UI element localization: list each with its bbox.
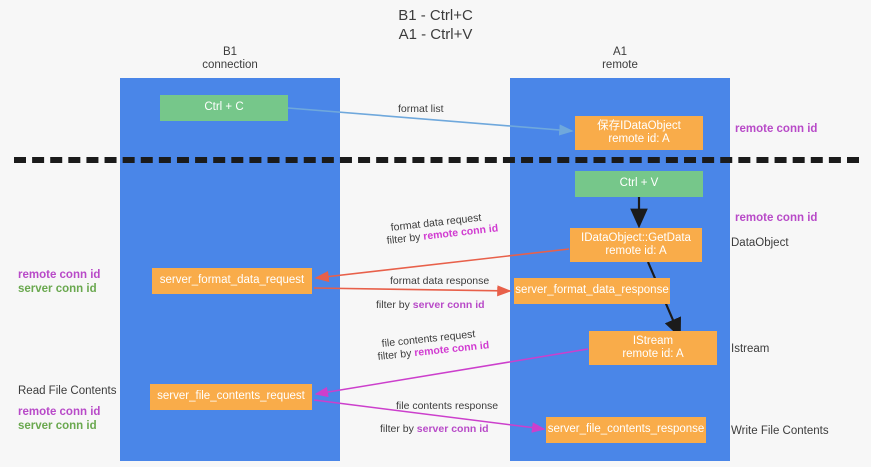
node-server-format-data-response[interactable]: server_format_data_response bbox=[514, 278, 670, 304]
filter-key-server-conn-id: server conn id bbox=[412, 299, 485, 311]
annotation-read-file-contents-heading: Read File Contents bbox=[18, 385, 117, 397]
filter-prefix: filter by bbox=[386, 230, 425, 247]
node-server-format-data-request-label: server_format_data_request bbox=[159, 274, 305, 287]
node-ctrl-v[interactable]: Ctrl + V bbox=[575, 171, 703, 197]
column-header-b1-role: connection bbox=[202, 59, 258, 71]
column-header-a1-name: A1 bbox=[612, 46, 628, 58]
node-idataobject-getdata[interactable]: IDataObject::GetData remote id: A bbox=[570, 228, 702, 262]
edge-label-format-data-response: format data response bbox=[390, 274, 489, 288]
phase-divider bbox=[14, 157, 859, 163]
annotation-istream: Istream bbox=[731, 343, 770, 355]
node-server-file-contents-response-label: server_file_contents_response bbox=[547, 423, 705, 436]
node-server-format-data-response-label: server_format_data_response bbox=[515, 284, 669, 297]
node-store-idataobject-label: 保存IDataObject bbox=[597, 119, 681, 132]
edge-label-file-contents-response: file contents response bbox=[396, 399, 498, 413]
column-header-b1: B1 connection bbox=[120, 46, 340, 72]
edge-label-file-contents-response-filter: filter by server conn id bbox=[380, 422, 489, 436]
annotation-right-remote-conn-id-1: remote conn id bbox=[735, 123, 818, 135]
annotation-remote-conn-id: remote conn id bbox=[18, 269, 101, 281]
edge-label-format-data-response-filter: filter by server conn id bbox=[376, 298, 485, 312]
annotation-left-conn-ids: remote conn id server conn id bbox=[18, 268, 100, 296]
annotation-server-conn-id: server conn id bbox=[18, 283, 97, 295]
title-line-2: A1 - Ctrl+V bbox=[398, 26, 473, 43]
filter-key-server-conn-id: server conn id bbox=[416, 423, 489, 435]
filter-prefix: filter by bbox=[376, 299, 413, 311]
edge-label-format-list-text: format list bbox=[398, 103, 444, 115]
node-server-format-data-request[interactable]: server_format_data_request bbox=[152, 268, 312, 294]
annotation-server-conn-id: server conn id bbox=[18, 420, 97, 432]
edge-label-file-contents-response-text: file contents response bbox=[396, 400, 499, 412]
edge-label-format-list: format list bbox=[398, 102, 444, 116]
column-header-a1: A1 remote bbox=[510, 46, 730, 72]
page-title: B1 - Ctrl+C A1 - Ctrl+V bbox=[0, 6, 871, 44]
node-store-idataobject[interactable]: 保存IDataObject remote id: A bbox=[575, 116, 703, 150]
annotation-write-file-contents: Write File Contents bbox=[731, 425, 829, 437]
node-istream[interactable]: IStream remote id: A bbox=[589, 331, 717, 365]
node-istream-label: IStream bbox=[632, 334, 674, 347]
node-server-file-contents-response[interactable]: server_file_contents_response bbox=[546, 417, 706, 443]
filter-prefix: filter by bbox=[380, 423, 417, 435]
annotation-dataobject: DataObject bbox=[731, 237, 789, 249]
annotation-right-remote-conn-id-2: remote conn id bbox=[735, 212, 818, 224]
node-idataobject-getdata-sub: remote id: A bbox=[605, 245, 667, 257]
node-ctrl-c[interactable]: Ctrl + C bbox=[160, 95, 288, 121]
edge-label-format-data-response-text: format data response bbox=[390, 275, 490, 287]
node-server-file-contents-request[interactable]: server_file_contents_request bbox=[150, 384, 312, 410]
filter-prefix: filter by bbox=[377, 347, 415, 363]
annotation-remote-conn-id: remote conn id bbox=[18, 406, 101, 418]
node-ctrl-c-label: Ctrl + C bbox=[204, 101, 244, 114]
column-header-b1-name: B1 bbox=[222, 46, 238, 58]
title-line-1: B1 - Ctrl+C bbox=[398, 7, 473, 24]
node-idataobject-getdata-label: IDataObject::GetData bbox=[581, 231, 691, 244]
edge-format-data-response bbox=[313, 285, 512, 297]
node-istream-sub: remote id: A bbox=[622, 348, 684, 360]
node-server-file-contents-request-label: server_file_contents_request bbox=[157, 390, 305, 403]
node-ctrl-v-label: Ctrl + V bbox=[619, 177, 659, 190]
node-store-idataobject-sub: remote id: A bbox=[608, 133, 670, 145]
annotation-read-file-contents: Read File Contents remote conn id server… bbox=[18, 384, 116, 433]
column-header-a1-role: remote bbox=[602, 59, 638, 71]
